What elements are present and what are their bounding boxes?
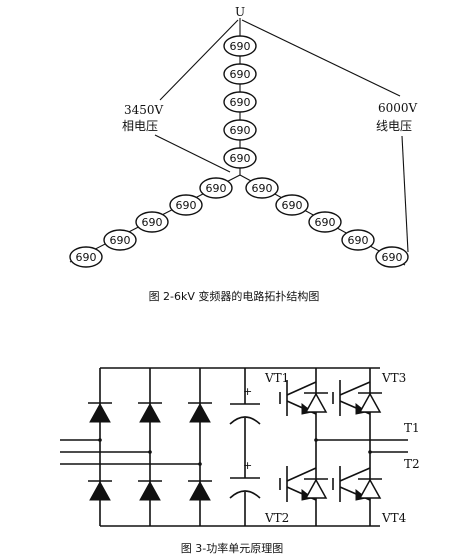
- cell-u4: 690: [223, 119, 257, 141]
- phase-u-label: U: [235, 5, 245, 19]
- vt4-label: VT4: [381, 511, 407, 525]
- svg-text:690: 690: [176, 199, 197, 212]
- phase-voltage-value: 3450V: [124, 103, 164, 117]
- igbt-vt2: [279, 467, 328, 501]
- svg-text:690: 690: [382, 251, 403, 264]
- capacitor-bottom: +: [229, 459, 261, 499]
- rectifier-diode-4: [88, 480, 112, 501]
- svg-text:690: 690: [282, 199, 303, 212]
- cell-v3: 690: [135, 211, 169, 233]
- svg-text:690: 690: [230, 96, 251, 109]
- power-unit-caption: 图 3-功率单元原理图: [181, 541, 283, 555]
- svg-text:690: 690: [110, 234, 131, 247]
- cell-v2: 690: [169, 194, 203, 216]
- power-unit-schematic: + +: [60, 367, 420, 555]
- cell-v1: 690: [199, 177, 233, 199]
- svg-text:690: 690: [230, 68, 251, 81]
- t2-label: T2: [404, 457, 420, 471]
- phase-voltage-label: 相电压: [122, 119, 158, 133]
- svg-text:690: 690: [142, 216, 163, 229]
- capacitor-bottom-plus: +: [243, 459, 252, 472]
- igbt-vt3: [332, 381, 382, 415]
- rectifier-diode-3: [188, 402, 212, 423]
- svg-text:690: 690: [230, 124, 251, 137]
- t1-label: T1: [404, 421, 420, 435]
- capacitor-top-plus: +: [243, 385, 252, 398]
- svg-text:690: 690: [206, 182, 227, 195]
- svg-text:690: 690: [230, 40, 251, 53]
- cell-w5: 690: [375, 246, 409, 268]
- rectifier-diode-5: [138, 480, 162, 501]
- svg-text:690: 690: [76, 251, 97, 264]
- topology-caption: 图 2-6kV 变频器的电路拓扑结构图: [149, 289, 320, 303]
- left-bracket-line: [159, 19, 239, 101]
- cell-w4: 690: [341, 229, 375, 251]
- right-bracket-line: [241, 19, 401, 97]
- igbt-vt1: [279, 381, 328, 415]
- capacitor-top: +: [229, 385, 261, 425]
- vt1-label: VT1: [264, 371, 289, 385]
- cell-u2: 690: [223, 63, 257, 85]
- svg-text:690: 690: [230, 152, 251, 165]
- topology-diagram: U 690 690 690 690 690: [69, 5, 418, 303]
- line-voltage-label: 线电压: [376, 119, 412, 133]
- rectifier-diode-6: [188, 480, 212, 501]
- cell-w2: 690: [275, 194, 309, 216]
- svg-text:690: 690: [315, 216, 336, 229]
- cell-u1: 690: [223, 35, 257, 57]
- cell-v4: 690: [103, 229, 137, 251]
- vt3-label: VT3: [381, 371, 406, 385]
- svg-text:690: 690: [252, 182, 273, 195]
- cell-u3: 690: [223, 91, 257, 113]
- rectifier-diode-1: [88, 402, 112, 423]
- igbt-vt4: [332, 467, 382, 501]
- vt2-label: VT2: [264, 511, 289, 525]
- line-voltage-value: 6000V: [378, 101, 418, 115]
- rectifier-diode-2: [138, 402, 162, 423]
- svg-text:690: 690: [348, 234, 369, 247]
- cell-v5: 690: [69, 246, 103, 268]
- cell-u5: 690: [223, 147, 257, 169]
- cell-w1: 690: [245, 177, 279, 199]
- cell-w3: 690: [308, 211, 342, 233]
